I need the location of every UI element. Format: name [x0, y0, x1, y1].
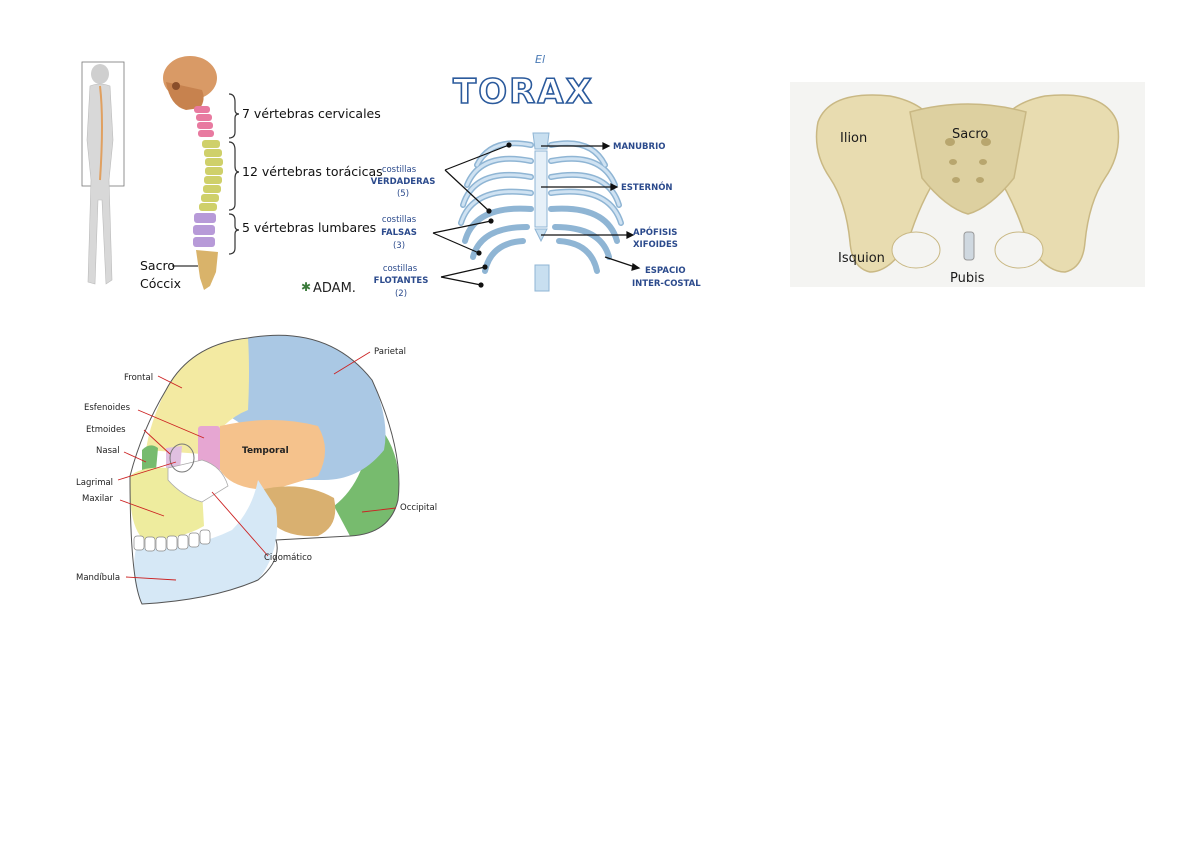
label-false-ribs-1: costillas — [382, 215, 417, 225]
body-silhouette — [81, 61, 125, 285]
label-parietal: Parietal — [374, 347, 406, 357]
thorax-title: TORAX — [453, 72, 594, 112]
skull-panel: Parietal Frontal Esfenoides Etmoides Nas… — [72, 330, 447, 610]
label-coccyx: Cóccix — [140, 276, 181, 291]
thorax-title-small: El — [535, 53, 545, 66]
label-manubrium: MANUBRIO — [613, 142, 665, 152]
spine-diagram: 7 vértebras cervicales 12 vértebras torá… — [81, 56, 383, 291]
label-true-ribs-1: costillas — [382, 165, 417, 175]
label-pubis: Pubis — [950, 271, 985, 286]
adam-logo-text: ADAM. — [313, 281, 356, 296]
label-xiphoid-1: APÓFISIS — [633, 226, 677, 238]
skull-bones — [129, 334, 400, 605]
sacrum-coccyx — [196, 250, 218, 290]
label-false-ribs-2: FALSAS — [381, 228, 417, 238]
pelvis-diagram: Ilion Sacro Isquion Pubis — [790, 82, 1145, 287]
lumbar-vertebrae — [193, 213, 216, 247]
spine-skull — [163, 56, 217, 110]
label-true-ribs-3: (5) — [397, 189, 409, 199]
label-intercostal-2: INTER-COSTAL — [632, 279, 701, 289]
label-cigomatico: Cigomático — [264, 553, 312, 563]
pelvis-panel: Ilion Sacro Isquion Pubis — [790, 82, 1145, 287]
skull-leaders — [117, 351, 397, 581]
skull-diagram: Parietal Frontal Esfenoides Etmoides Nas… — [76, 334, 437, 605]
label-maxilar: Maxilar — [82, 494, 114, 504]
label-sacrum: Sacro — [140, 258, 175, 273]
label-floating-ribs-1: costillas — [383, 264, 418, 274]
label-nasal: Nasal — [96, 446, 120, 456]
label-ilion: Ilion — [840, 131, 867, 146]
label-esfenoides: Esfenoides — [84, 403, 131, 413]
label-sternum: ESTERNÓN — [621, 181, 673, 193]
label-frontal: Frontal — [124, 373, 153, 383]
label-thoracic: 12 vértebras torácicas — [242, 164, 383, 179]
label-cervical: 7 vértebras cervicales — [242, 106, 381, 121]
spine-braces — [172, 93, 240, 267]
thorax-panel: El TORAX — [295, 45, 715, 305]
label-sacro: Sacro — [952, 127, 988, 142]
label-floating-ribs-3: (2) — [395, 289, 407, 299]
thorax-pointers — [432, 142, 641, 288]
label-mandibula: Mandíbula — [76, 573, 120, 583]
cervical-vertebrae — [194, 106, 214, 137]
thorax-vertebra — [534, 264, 550, 292]
label-floating-ribs-2: FLOTANTES — [374, 276, 429, 286]
label-occipital: Occipital — [400, 503, 437, 513]
adam-star-icon: ✱ — [301, 280, 311, 294]
thoracic-vertebrae — [199, 140, 223, 211]
pelvis-bone — [815, 94, 1120, 273]
label-true-ribs-2: VERDADERAS — [371, 177, 436, 187]
label-lumbar: 5 vértebras lumbares — [242, 220, 376, 235]
adam-logo: ✱ ADAM. — [301, 280, 356, 296]
label-false-ribs-3: (3) — [393, 241, 405, 251]
rib-cage-inner — [459, 141, 623, 225]
label-isquion: Isquion — [838, 251, 885, 266]
label-etmoides: Etmoides — [86, 425, 126, 435]
sternum — [532, 132, 550, 243]
label-temporal: Temporal — [242, 446, 289, 456]
thorax-diagram: El TORAX — [301, 53, 701, 299]
spine-panel: 7 vértebras cervicales 12 vértebras torá… — [78, 50, 383, 295]
label-lagrimal: Lagrimal — [76, 478, 113, 488]
label-intercostal-1: ESPACIO — [645, 266, 686, 276]
label-xiphoid-2: XIFOIDES — [633, 240, 678, 250]
